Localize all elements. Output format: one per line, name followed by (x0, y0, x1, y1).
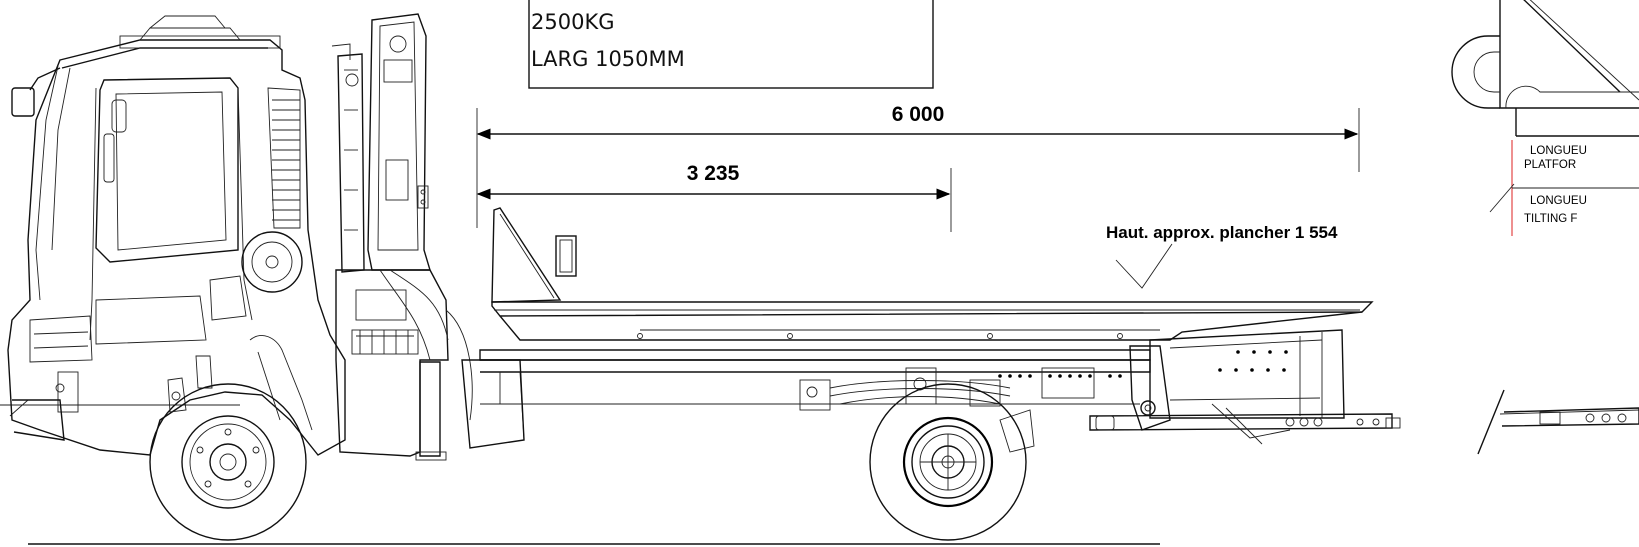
floor-height-note: Haut. approx. plancher 1 554 (1106, 223, 1338, 289)
floor-height-label: Haut. approx. plancher 1 554 (1106, 223, 1338, 242)
dimension-partial: 3 235 (476, 162, 952, 232)
spec-line-capacity: 2500KG (531, 10, 615, 34)
tilting-platform (491, 207, 1401, 445)
chassis-frame (461, 349, 1151, 453)
detail-label-tilting-en: TILTING F (1524, 213, 1577, 225)
detail-view: LONGUEU PLATFOR LONGUEU TILTING F (1451, 0, 1639, 455)
chassis-rivets (998, 374, 1122, 378)
truck-cab (7, 15, 346, 456)
spec-line-width: LARG 1050MM (531, 47, 685, 71)
front-wheel (149, 383, 307, 541)
detail-label-platform-fr: LONGUEU (1530, 145, 1587, 157)
cab-vent-grille (267, 87, 301, 229)
detail-label-platform-en: PLATFOR (1524, 159, 1576, 171)
air-filter-icon (241, 231, 303, 293)
dimension-overall-label: 6 000 (892, 103, 945, 126)
dimension-partial-label: 3 235 (687, 162, 740, 185)
dimension-overall: 6 000 (476, 103, 1360, 228)
detail-label-tilting-fr: LONGUEU (1530, 195, 1587, 207)
spec-box: 2500KG LARG 1050MM (528, 0, 934, 89)
loader-crane (331, 13, 473, 461)
rear-wheel (869, 383, 1027, 541)
